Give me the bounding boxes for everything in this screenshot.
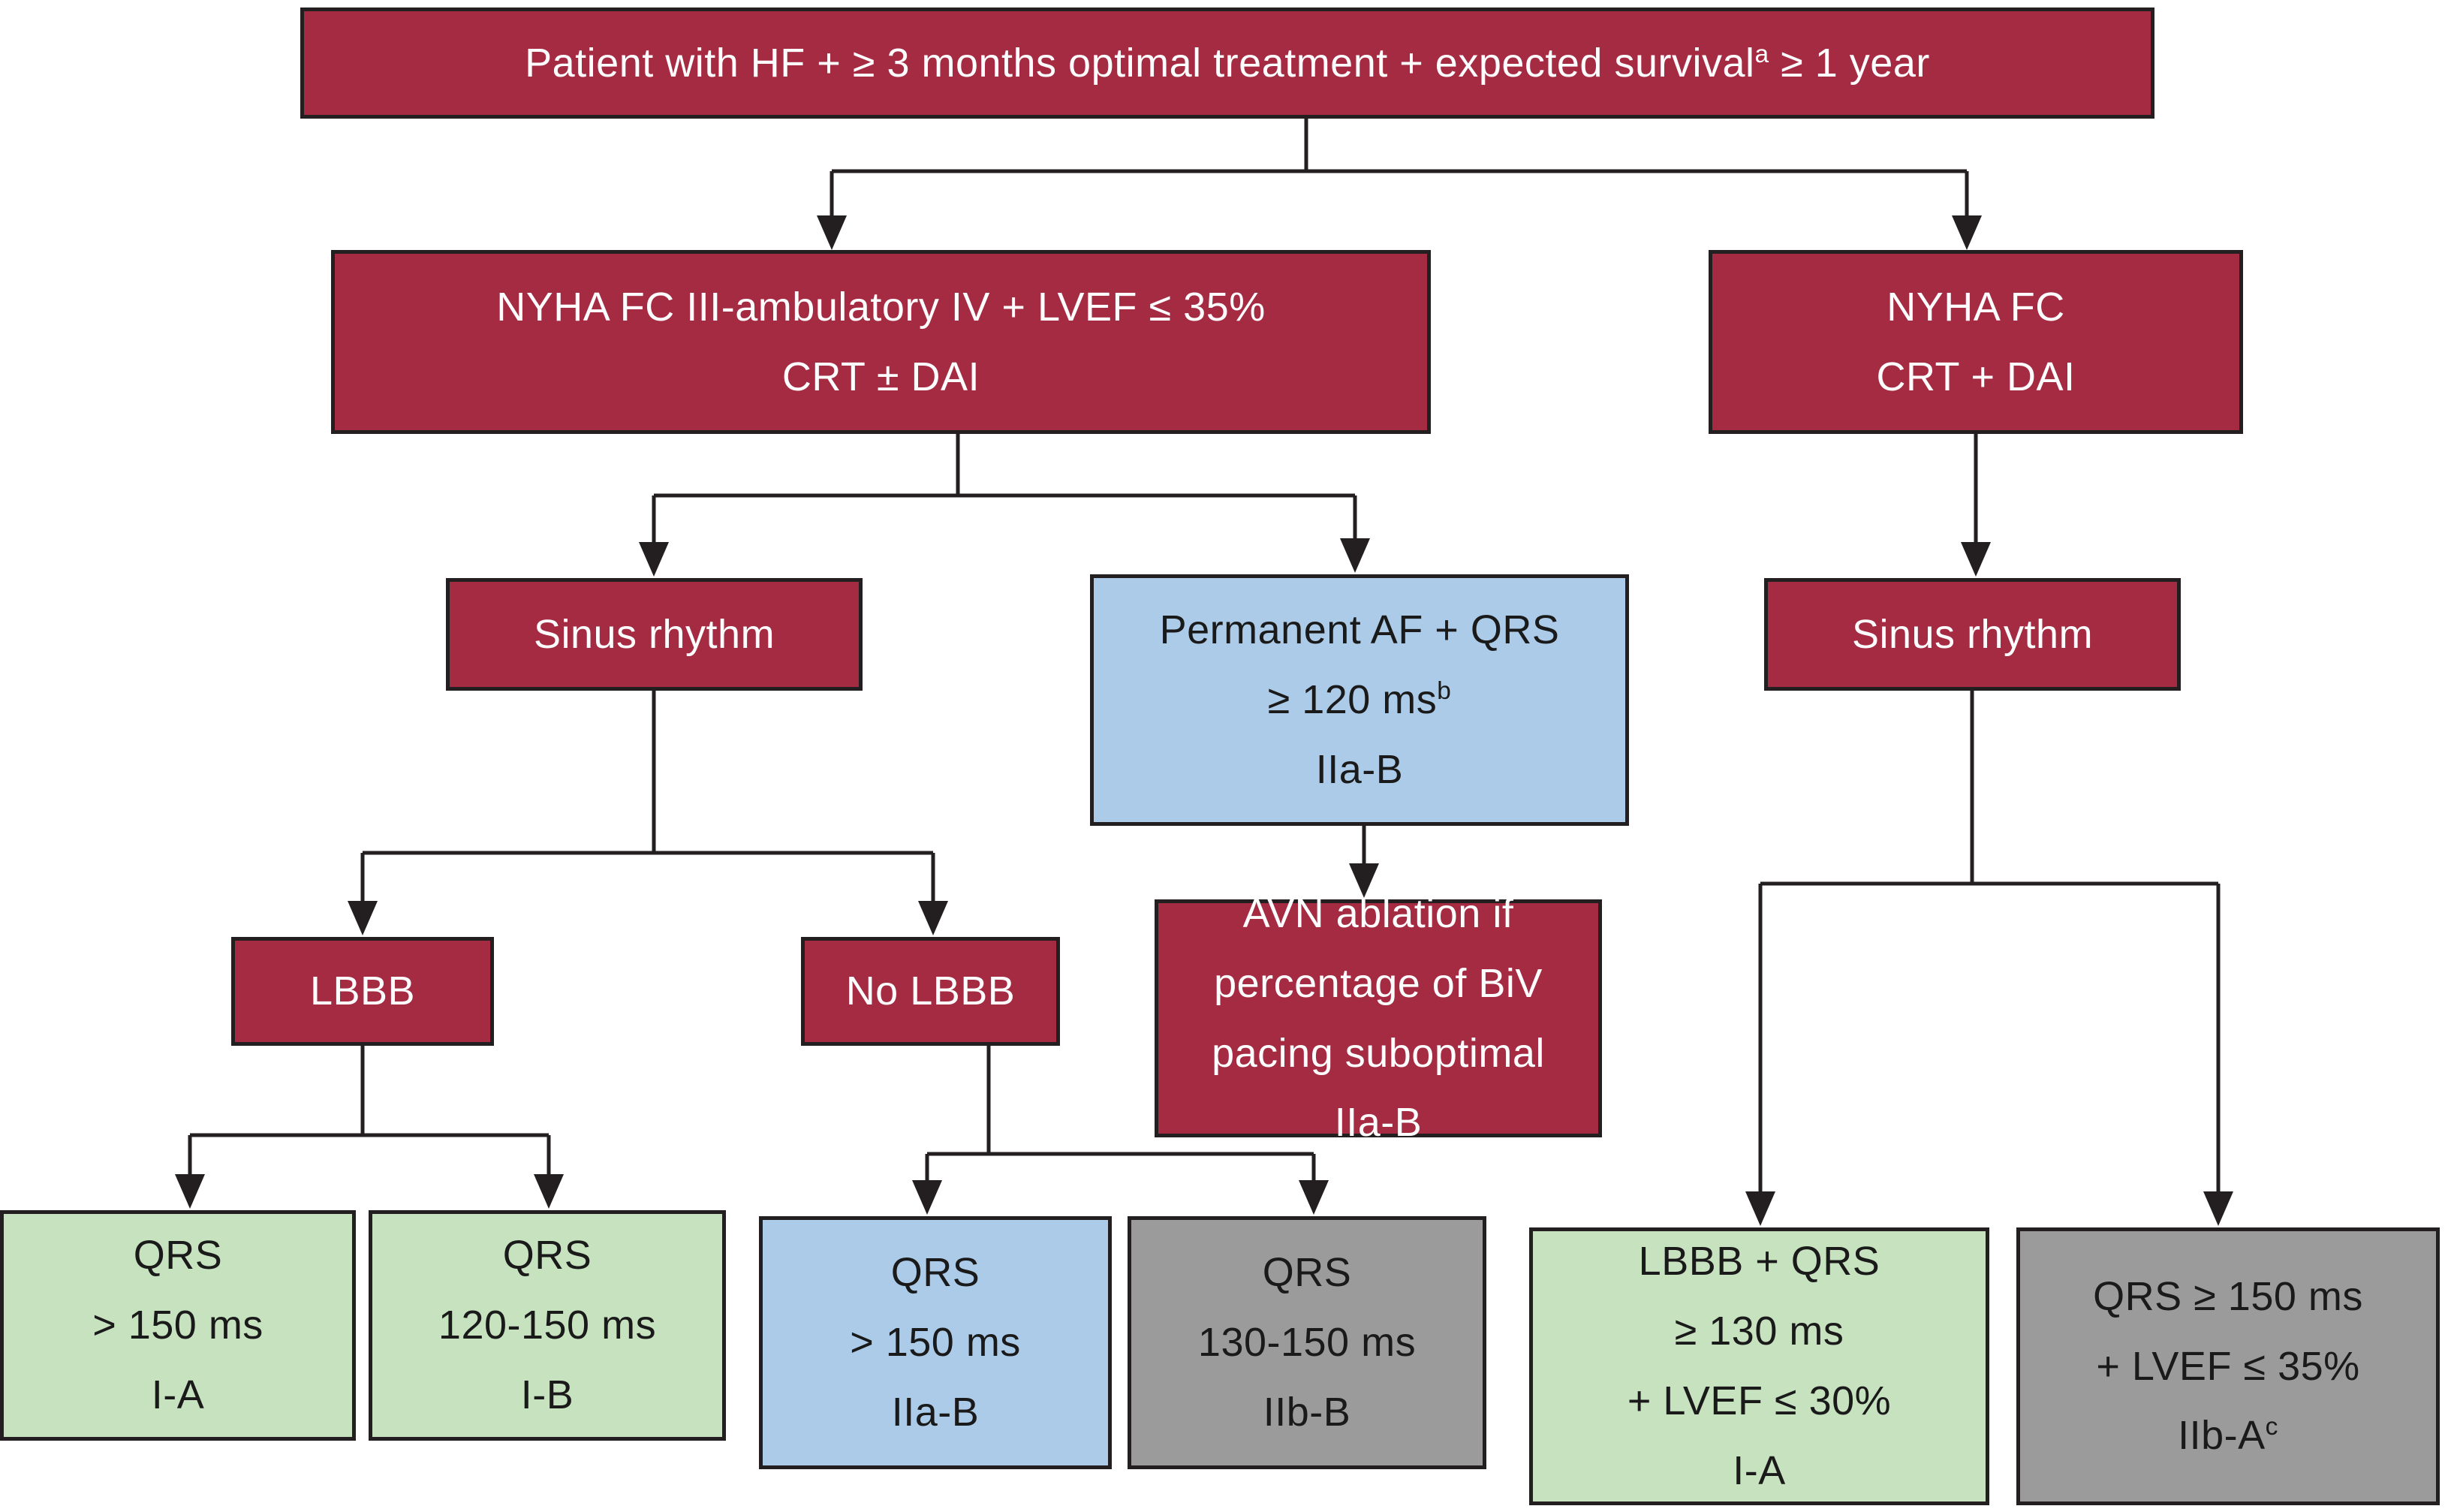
connector-lines (188, 119, 2221, 1201)
node-label: LBBB + QRS (1638, 1239, 1880, 1285)
node-no-lbbb: No LBBB (801, 937, 1060, 1046)
node-label: QRS (890, 1250, 980, 1296)
arrow-icon (175, 1174, 205, 1209)
arrow-icon (534, 1174, 564, 1209)
node-qrs-130-150-iibb: QRS 130-150 ms IIb-B (1128, 1216, 1486, 1469)
node-label: 120-150 ms (438, 1303, 657, 1348)
node-sinus-rhythm-left: Sinus rhythm (446, 578, 863, 691)
node-label: IIa-B (1334, 1100, 1423, 1146)
node-label: Permanent AF + QRS (1159, 607, 1560, 653)
node-label: ≥ 120 msb (1268, 665, 1452, 735)
node-label: I-A (151, 1372, 205, 1417)
node-label: + LVEF ≤ 35% (2096, 1343, 2360, 1389)
node-sinus-rhythm-right: Sinus rhythm (1764, 578, 2181, 691)
arrow-icon (639, 542, 669, 577)
node-label: No LBBB (845, 968, 1016, 1014)
node-label: QRS ≥ 150 ms (2093, 1273, 2363, 1319)
node-label: CRT ± DAI (781, 354, 980, 399)
arrow-icon (1340, 538, 1370, 573)
footnote-b: b (1437, 677, 1452, 706)
arrow-icon (1299, 1180, 1329, 1215)
arrow-icon (2203, 1191, 2233, 1226)
footnote-a: a (1754, 40, 1769, 68)
node-label: Sinus rhythm (533, 611, 775, 657)
node-qrs150-lvef35-iiba: QRS ≥ 150 ms + LVEF ≤ 35% IIb-Ac (2016, 1227, 2440, 1505)
arrowheads (175, 215, 2233, 1226)
node-label: ≥ 130 ms (1674, 1309, 1844, 1354)
node-label: AVN ablation if (1242, 890, 1514, 936)
node-label: CRT + DAI (1876, 354, 2076, 399)
node-label: QRS (502, 1233, 592, 1279)
footnote-c: c (2265, 1413, 2278, 1441)
label-text: IIb-A (2178, 1413, 2266, 1459)
arrow-icon (1745, 1191, 1775, 1226)
node-label: percentage of BiV (1214, 960, 1543, 1006)
node-label: LBBB (309, 968, 416, 1014)
node-label: IIb-Ac (2178, 1401, 2278, 1471)
node-label: I-A (1733, 1447, 1786, 1493)
node-label: Patient with HF + ≥ 3 months optimal tre… (525, 29, 1930, 98)
node-permanent-af: Permanent AF + QRS ≥ 120 msb IIa-B (1090, 574, 1629, 826)
node-label: QRS (1262, 1250, 1352, 1296)
node-label: IIb-B (1263, 1389, 1351, 1435)
arrow-icon (912, 1180, 942, 1215)
label-text: ≥ 120 ms (1267, 677, 1438, 723)
node-lbbb: LBBB (231, 937, 494, 1046)
node-label: + LVEF ≤ 30% (1627, 1378, 1892, 1423)
node-avn-ablation: AVN ablation if percentage of BiV pacing… (1155, 891, 1602, 1145)
node-label: NYHA FC III-ambulatory IV + LVEF ≤ 35% (496, 284, 1266, 330)
node-patient-hf: Patient with HF + ≥ 3 months optimal tre… (300, 8, 2154, 119)
node-label: 130-150 ms (1197, 1320, 1417, 1366)
arrow-icon (348, 901, 378, 935)
node-lbbb-qrs130-lvef30-ia: LBBB + QRS ≥ 130 ms + LVEF ≤ 30% I-A (1529, 1227, 1989, 1505)
node-qrs-gt150-ia: QRS > 150 ms I-A (0, 1210, 356, 1441)
arrow-icon (1952, 215, 1982, 250)
arrow-icon (1961, 542, 1991, 577)
arrow-icon (1349, 863, 1379, 898)
label-text: Patient with HF + ≥ 3 months optimal tre… (525, 40, 1755, 86)
node-label: > 150 ms (92, 1303, 263, 1348)
label-text: ≥ 1 year (1769, 40, 1930, 86)
node-label: QRS (133, 1233, 223, 1279)
arrow-icon (817, 215, 847, 250)
node-label: > 150 ms (850, 1320, 1021, 1366)
arrow-icon (918, 901, 948, 935)
node-label: pacing suboptimal (1212, 1030, 1545, 1076)
node-nyha-crt-optional-dai: NYHA FC III-ambulatory IV + LVEF ≤ 35% C… (331, 250, 1431, 434)
node-label: IIa-B (891, 1389, 980, 1435)
node-label: Sinus rhythm (1851, 611, 2094, 657)
node-qrs-120-150-ib: QRS 120-150 ms I-B (369, 1210, 726, 1441)
node-qrs-gt150-iiab: QRS > 150 ms IIa-B (759, 1216, 1112, 1469)
node-label: I-B (520, 1372, 574, 1417)
node-label: IIa-B (1315, 746, 1404, 792)
node-nyha-crt-dai: NYHA FC CRT + DAI (1709, 250, 2243, 434)
node-label: NYHA FC (1886, 284, 2065, 330)
